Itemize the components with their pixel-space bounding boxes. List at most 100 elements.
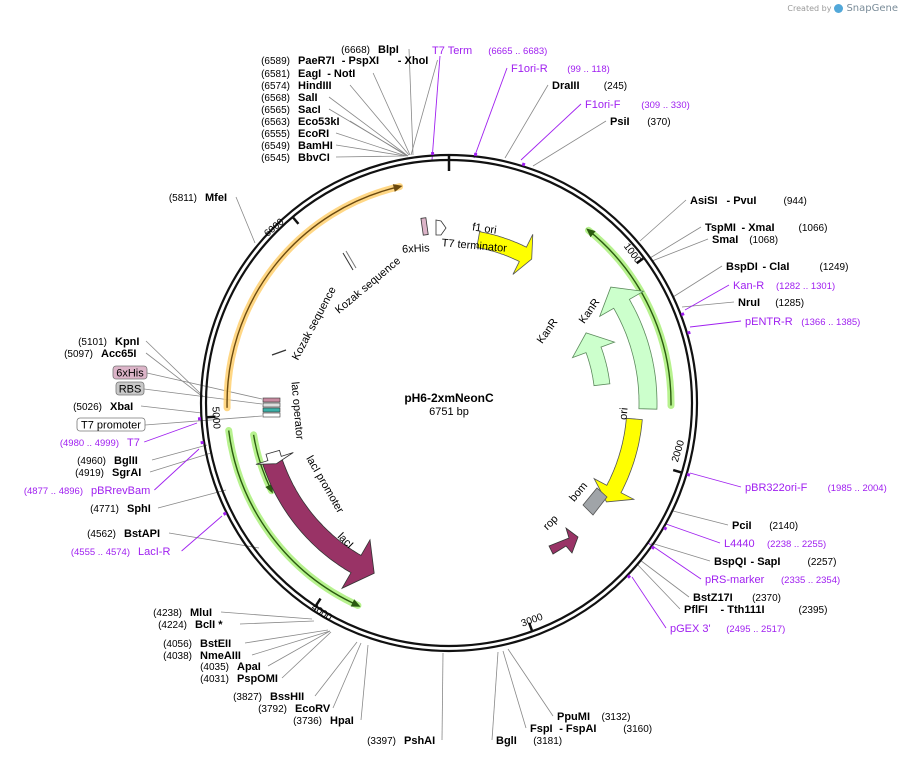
site-position: (2257) [808, 557, 837, 568]
site-name: NruI [738, 297, 760, 309]
labels: (6668)BlpI(6589)PaeR7I - PspXI - XhoI(65… [24, 44, 887, 747]
site-leader-line [651, 238, 709, 262]
site-position: (6549) [261, 141, 290, 152]
primer-marker [650, 545, 656, 550]
lac-operator-label: lac operator [288, 381, 305, 440]
laci-promoter-label: lacI promoter [303, 454, 346, 516]
site-name: MfeI [205, 192, 227, 204]
site-name-extra: - FspAI [559, 723, 596, 735]
primer-range: (4555 .. 4574) [71, 547, 130, 558]
site-leader-line [168, 532, 260, 549]
site-position: (2370) [752, 593, 781, 604]
site-position: (4562) [87, 529, 116, 540]
tick-mark [315, 597, 322, 606]
restriction-site: (4960)BglII [77, 455, 138, 467]
site-leader-line [636, 563, 681, 610]
restriction-site: (5097)Acc65I [64, 348, 136, 360]
site-leader-line [410, 59, 438, 156]
primer-leader-line [631, 576, 667, 629]
snapgene-logo-icon [834, 4, 844, 13]
restriction-site: (5811) MfeI [169, 192, 227, 204]
site-leader-line [239, 620, 315, 625]
primer-leader-line [665, 523, 721, 544]
orf-line-green-1 [588, 229, 672, 406]
site-name-extra: - Tth111I [721, 604, 765, 616]
restriction-site: (5101)KpnI [78, 336, 139, 348]
tick-mark [672, 468, 682, 474]
site-leader-line [639, 199, 687, 242]
rbs-block [262, 402, 281, 408]
site-position: (4056) [163, 639, 192, 650]
primer-name: F1ori-F [585, 99, 621, 111]
site-leader-line [145, 352, 204, 398]
site-name: PflFI [684, 604, 708, 616]
site-name: BglII [114, 455, 138, 467]
site-leader-line [328, 96, 409, 157]
his-tag-block [262, 397, 281, 403]
orf-line-green-2 [228, 430, 359, 607]
primer-range: (6665 .. 6683) [488, 46, 547, 57]
site-name: TspMI [705, 222, 736, 234]
primer-marker [626, 574, 632, 579]
primer-leader-line [144, 422, 198, 443]
kanr-arrow-2 [571, 332, 616, 387]
tick-mark [292, 216, 300, 225]
feature-box-leader [143, 388, 263, 405]
rop-label: rop [541, 513, 561, 533]
site-name: BstAPI [124, 528, 160, 540]
site-position: (6589) [261, 56, 290, 67]
t7-promoter-block [262, 412, 281, 418]
restriction-site: BstZ17I(2370) [693, 592, 781, 604]
site-name: SacI [298, 104, 321, 116]
site-position: (5811) [169, 193, 197, 204]
site-name: BspQI [714, 556, 746, 568]
site-name-extra: - PspXI [342, 55, 379, 67]
site-leader-line [349, 84, 410, 156]
restriction-site: AsiSI - PvuI(944) [690, 195, 807, 207]
primer-marker [222, 511, 227, 516]
restriction-site: (4562) BstAPI [87, 528, 160, 540]
site-name: BspDI [726, 261, 758, 273]
primer-marker [663, 526, 668, 531]
restriction-site: TspMI - XmaI(1066) [705, 222, 827, 234]
site-position: (6555) [261, 129, 290, 140]
primer-leader-line [520, 103, 582, 161]
primer-name: pENTR-R [745, 316, 793, 328]
restriction-site: (6555)EcoRI [261, 128, 329, 140]
kanr-label-1: KanR [577, 297, 603, 326]
primer-leader-line [689, 472, 742, 488]
restriction-site: PpuMI(3132) [557, 711, 630, 723]
site-leader-line [650, 542, 711, 562]
site-leader-line [408, 48, 414, 156]
restriction-site: (4056)BstEII [163, 638, 231, 650]
site-position: (3397) [367, 736, 396, 747]
primer-range: (4877 .. 4896) [24, 486, 83, 497]
restriction-site: SmaI(1068) [712, 234, 778, 246]
primer-name: pBR322ori-F [745, 482, 808, 494]
feature-box-leader [146, 372, 263, 400]
feature-box: RBS [115, 381, 145, 396]
site-leader-line [502, 650, 527, 729]
site-position: (1249) [820, 262, 849, 273]
plasmid-name: pH6-2xmNeonC [404, 391, 494, 405]
feature-box-rect [76, 417, 146, 432]
site-position: (6581) [261, 69, 290, 80]
site-position: (6565) [261, 105, 290, 116]
site-name-extra: - NotI [327, 68, 355, 80]
site-leader-line [251, 630, 331, 656]
feature-box: T7 promoter [76, 417, 146, 432]
site-leader-line [267, 630, 331, 667]
site-position: (4238) [153, 608, 182, 619]
f1-ori-label: f1 ori [471, 221, 497, 236]
restriction-site: DraIII(245) [552, 80, 627, 92]
primer-range: (2238 .. 2255) [767, 539, 826, 550]
primer-leader-line [647, 542, 702, 580]
site-leader-line [532, 120, 607, 167]
site-leader-line [235, 196, 256, 244]
t7-terminator-label: T7 terminator [441, 237, 508, 255]
plasmid-length: 6751 bp [429, 406, 469, 418]
restriction-site: (4238)MluI [153, 607, 212, 619]
site-position: (3160) [623, 724, 652, 735]
site-name-extra: - ClaI [763, 261, 790, 273]
